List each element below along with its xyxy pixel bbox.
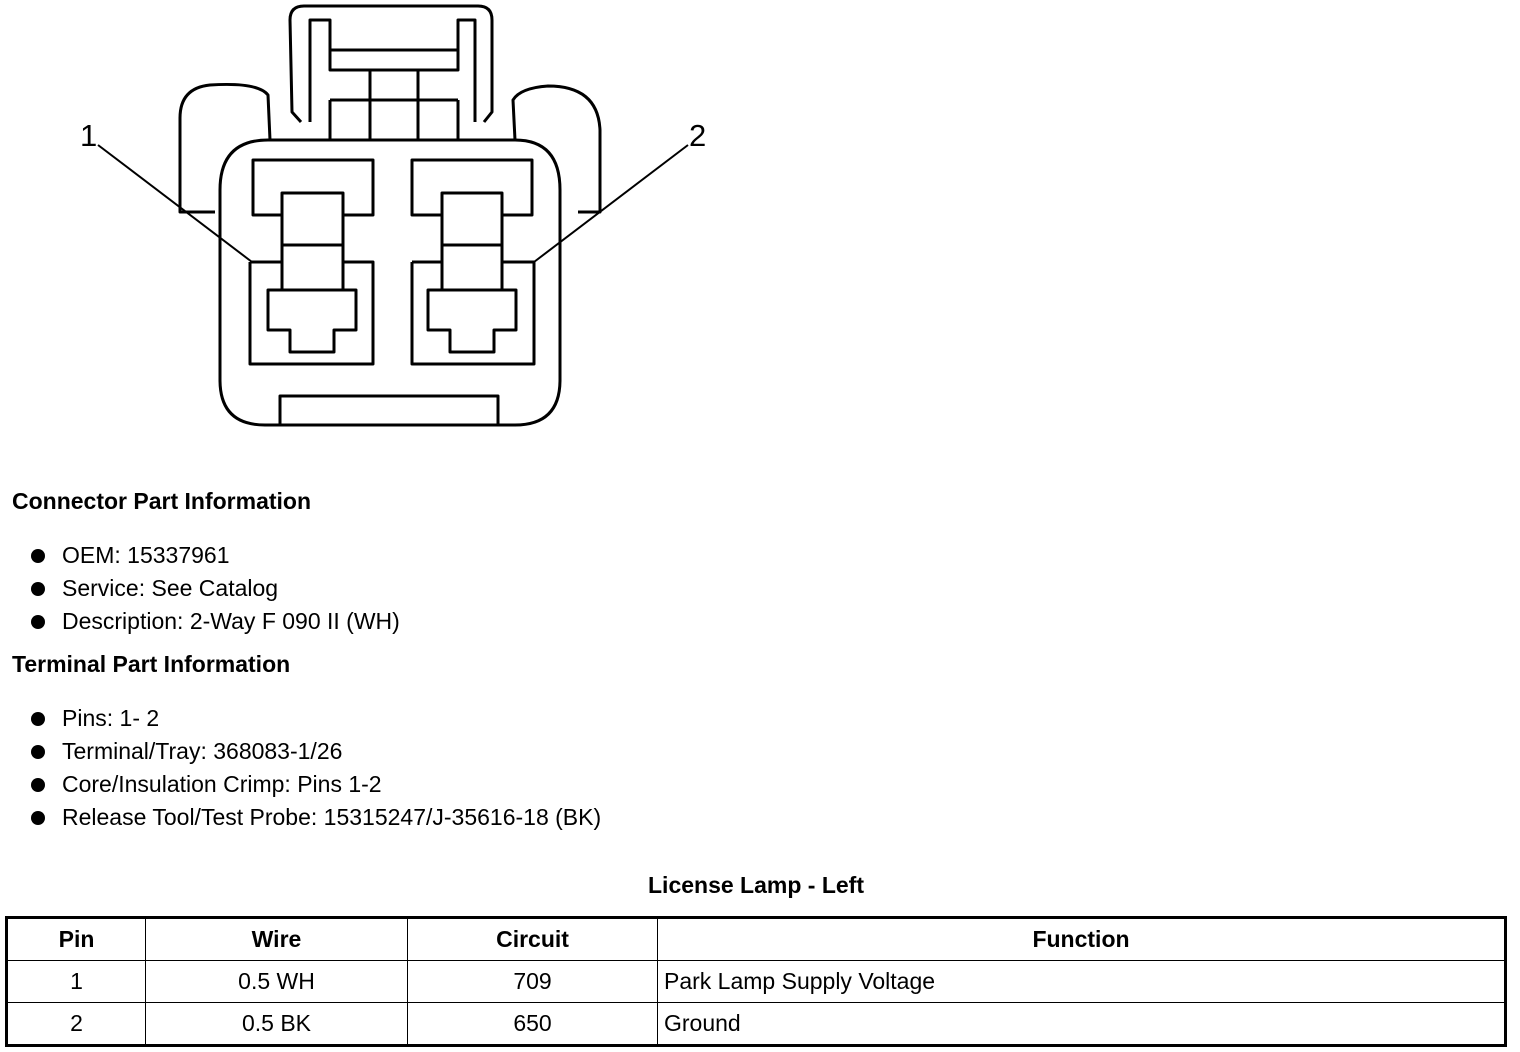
- cell-circuit: 709: [407, 960, 658, 1003]
- cell-pin: 2: [6, 1002, 146, 1046]
- table-title: License Lamp - Left: [648, 872, 864, 898]
- bullet-icon: [31, 581, 45, 596]
- cell-circuit: 650: [407, 1002, 658, 1046]
- list-item-text: Core/Insulation Crimp: Pins 1-2: [62, 771, 382, 797]
- cell-function: Ground: [657, 1002, 1506, 1046]
- cell-wire: 0.5 WH: [145, 960, 408, 1003]
- list-item: OEM: 15337961: [28, 539, 400, 572]
- cell-pin: 1: [6, 960, 146, 1003]
- list-item: Terminal/Tray: 368083-1/26: [28, 735, 601, 768]
- bullet-icon: [31, 548, 45, 563]
- connector-info-list: OEM: 15337961 Service: See Catalog Descr…: [28, 539, 400, 638]
- list-item-text: Service: See Catalog: [62, 575, 279, 601]
- list-item-text: Description: 2-Way F 090 II (WH): [62, 608, 400, 634]
- list-item: Service: See Catalog: [28, 572, 400, 605]
- bullet-icon: [31, 614, 45, 629]
- bullet-icon: [31, 777, 45, 792]
- list-item-text: Release Tool/Test Probe: 15315247/J-3561…: [62, 804, 602, 830]
- bullet-icon: [31, 744, 45, 759]
- bullet-icon: [31, 810, 45, 825]
- connector-info-title: Connector Part Information: [12, 488, 312, 514]
- list-item-text: Pins: 1- 2: [62, 705, 160, 731]
- list-item: Pins: 1- 2: [28, 702, 601, 735]
- list-item: Description: 2-Way F 090 II (WH): [28, 605, 400, 638]
- bullet-icon: [31, 711, 45, 726]
- table-row: 1 0.5 WH 709 Park Lamp Supply Voltage: [6, 960, 1506, 1003]
- terminal-info-list: Pins: 1- 2 Terminal/Tray: 368083-1/26 Co…: [28, 702, 601, 834]
- column-header-pin: Pin: [6, 917, 146, 961]
- list-item: Release Tool/Test Probe: 15315247/J-3561…: [28, 801, 601, 834]
- table-row: 2 0.5 BK 650 Ground: [6, 1002, 1506, 1046]
- table-header-row: Pin Wire Circuit Function: [6, 917, 1506, 961]
- cell-wire: 0.5 BK: [145, 1002, 408, 1046]
- list-item: Core/Insulation Crimp: Pins 1-2: [28, 768, 601, 801]
- column-header-function: Function: [657, 917, 1506, 961]
- column-header-wire: Wire: [145, 917, 408, 961]
- list-item-text: Terminal/Tray: 368083-1/26: [62, 738, 343, 764]
- pinout-table: Pin Wire Circuit Function 1 0.5 WH 709 P…: [5, 916, 1507, 1047]
- cell-function: Park Lamp Supply Voltage: [657, 960, 1506, 1003]
- terminal-info-title: Terminal Part Information: [12, 651, 291, 677]
- column-header-circuit: Circuit: [407, 917, 658, 961]
- pin-label-2: 2: [689, 118, 707, 153]
- list-item-text: OEM: 15337961: [62, 542, 230, 568]
- pin-label-1: 1: [80, 118, 98, 153]
- connector-diagram: [97, 4, 689, 427]
